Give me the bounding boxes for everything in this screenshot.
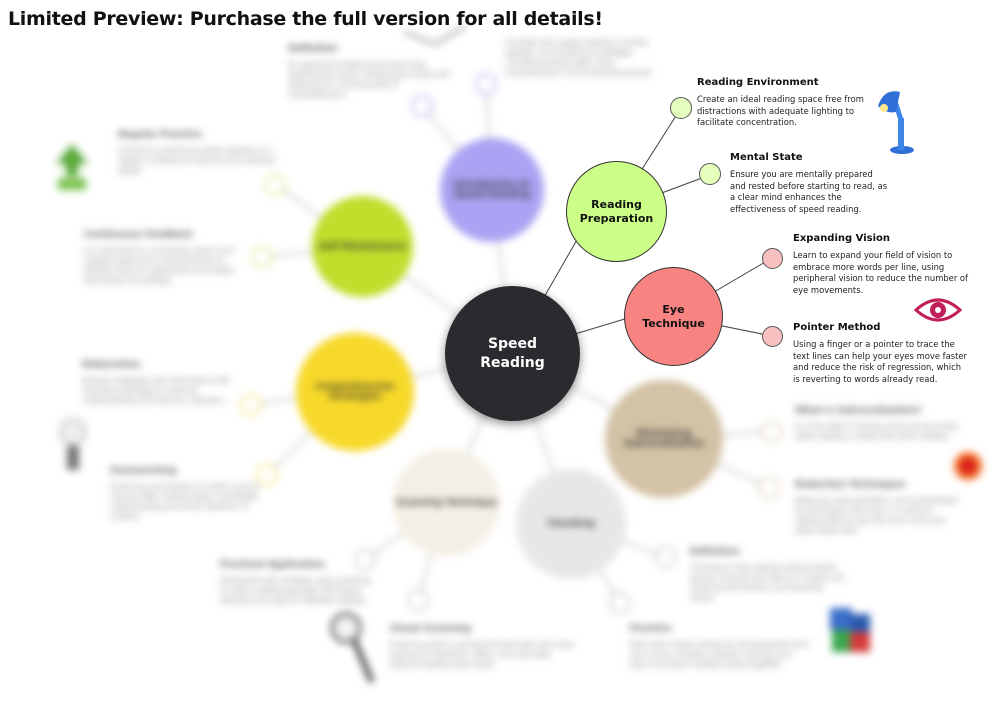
- reading-prep-line-2: Preparation: [579, 211, 654, 225]
- node-comprehension: Comprehension Strategies: [296, 333, 414, 451]
- magnifier-icon: [330, 612, 375, 684]
- section-pointer-method: Pointer Method Using a finger or a point…: [793, 322, 968, 385]
- section-title: Mental State: [730, 152, 803, 163]
- node-introduction: Introduction to Speed Reading: [440, 138, 544, 242]
- leaf-dot: [256, 464, 278, 486]
- section-text: Learn to expand your field of vision to …: [793, 250, 968, 295]
- node-subvocalization: Minimizing Subvocalization: [605, 380, 723, 498]
- reading-prep-line-1: Reading: [591, 197, 642, 211]
- section-text: Ensure you are mentally prepared and res…: [730, 169, 888, 214]
- book-icon: [403, 24, 468, 47]
- node-chunking: Chunking: [516, 469, 626, 579]
- eye-icon: [914, 298, 962, 322]
- section-title: Expanding Vision: [793, 233, 891, 244]
- leaf-dot-mental-state: [699, 163, 721, 185]
- blocks-icon: [830, 608, 870, 652]
- eye-technique-line-1: Eye: [662, 302, 685, 316]
- leaf-dot-expanding-vision: [762, 248, 783, 269]
- section-text: Create an ideal reading space free from …: [697, 94, 864, 127]
- leaf-dot: [354, 549, 376, 571]
- lightbulb-icon: [59, 418, 87, 470]
- section-title: Reading Environment: [697, 77, 819, 88]
- section-title: Pointer Method: [793, 322, 881, 333]
- section-expanding-vision: Expanding Vision Learn to expand your fi…: [793, 233, 968, 296]
- leaf-dot: [758, 477, 780, 499]
- leaf-dot: [411, 95, 433, 117]
- section-text: Using a finger or a pointer to trace the…: [793, 339, 967, 384]
- leaf-dot: [240, 394, 262, 416]
- node-eye-technique: Eye Technique: [624, 267, 723, 366]
- center-node-speed-reading: Speed Reading: [445, 286, 580, 421]
- leaf-dot: [251, 246, 273, 268]
- leaf-dot: [475, 73, 497, 95]
- leaf-dot: [407, 589, 429, 611]
- leaf-dot-pointer-method: [762, 326, 783, 347]
- recycle-icon: [56, 144, 88, 190]
- center-line-1: Speed: [487, 335, 538, 352]
- preview-banner: Limited Preview: Purchase the full versi…: [8, 8, 603, 30]
- node-reading-preparation: Reading Preparation: [566, 161, 667, 262]
- leaf-dot-reading-environment: [670, 97, 692, 119]
- leaf-dot: [655, 546, 677, 568]
- section-reading-environment: Reading Environment Create an ideal read…: [697, 77, 887, 129]
- node-self-maintenance: Self Maintenance: [312, 196, 413, 297]
- leaf-dot: [609, 592, 631, 614]
- section-mental-state: Mental State Ensure you are mentally pre…: [730, 152, 890, 215]
- leaf-dot: [264, 174, 286, 196]
- blurred-text: Consider why speed reading is worthy app…: [505, 38, 653, 77]
- eye-technique-line-2: Technique: [642, 316, 705, 330]
- leaf-dot: [761, 421, 783, 443]
- target-icon: [954, 452, 982, 480]
- node-scanning: Scanning Technique: [393, 449, 500, 556]
- desk-lamp-icon: [878, 91, 914, 154]
- center-line-2: Reading: [480, 354, 545, 371]
- blurred-text: What is Subvocalization?It is the habit …: [795, 406, 958, 441]
